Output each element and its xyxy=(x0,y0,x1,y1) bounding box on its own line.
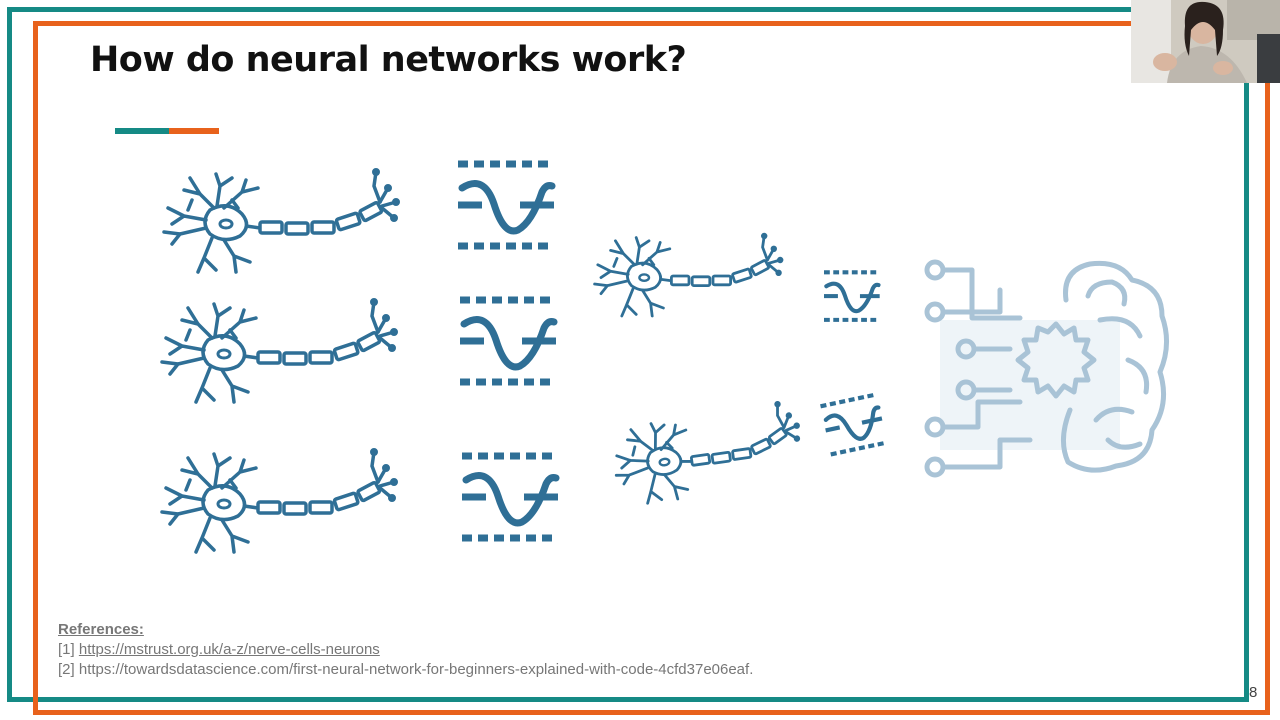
neuron-icon xyxy=(162,166,402,274)
teal-slide-frame xyxy=(7,7,1249,702)
accent-teal xyxy=(115,128,169,134)
activation-column-left xyxy=(458,164,558,538)
neuron-column-middle xyxy=(593,231,809,509)
reference-item-1: [1] https://mstrust.org.uk/a-z/nerve-cel… xyxy=(58,641,380,658)
reference-link-1[interactable]: https://mstrust.org.uk/a-z/nerve-cells-n… xyxy=(78,641,380,658)
activation-function-icon xyxy=(458,164,554,246)
brain-network-icon xyxy=(924,259,1169,478)
slide-page-number: 8 xyxy=(1249,684,1258,701)
activation-function-icon xyxy=(462,456,558,538)
presenter-webcam xyxy=(1131,0,1280,83)
references-block: References: [1] https://mstrust.org.uk/a… xyxy=(58,620,753,680)
reference-link-2[interactable]: https://towardsdatascience.com/first-neu… xyxy=(78,661,750,678)
neuron-column-left xyxy=(160,166,402,554)
neuron-icon xyxy=(607,397,809,509)
presenter-video-icon xyxy=(1131,0,1280,83)
activation-function-icon xyxy=(820,394,887,454)
references-heading: References: xyxy=(58,621,144,638)
activation-function-icon xyxy=(824,272,880,320)
title-accent-bar xyxy=(115,128,219,134)
reference-item-2: [2] https://towardsdatascience.com/first… xyxy=(58,661,754,678)
activation-column-right xyxy=(820,272,887,454)
neuron-icon xyxy=(160,446,400,554)
orange-slide-frame xyxy=(33,21,1270,715)
slide-title: How do neural networks work? xyxy=(90,40,687,80)
neuron-icon xyxy=(593,231,785,318)
accent-orange xyxy=(169,128,219,134)
activation-function-icon xyxy=(460,300,556,382)
neuron-icon xyxy=(160,296,400,404)
